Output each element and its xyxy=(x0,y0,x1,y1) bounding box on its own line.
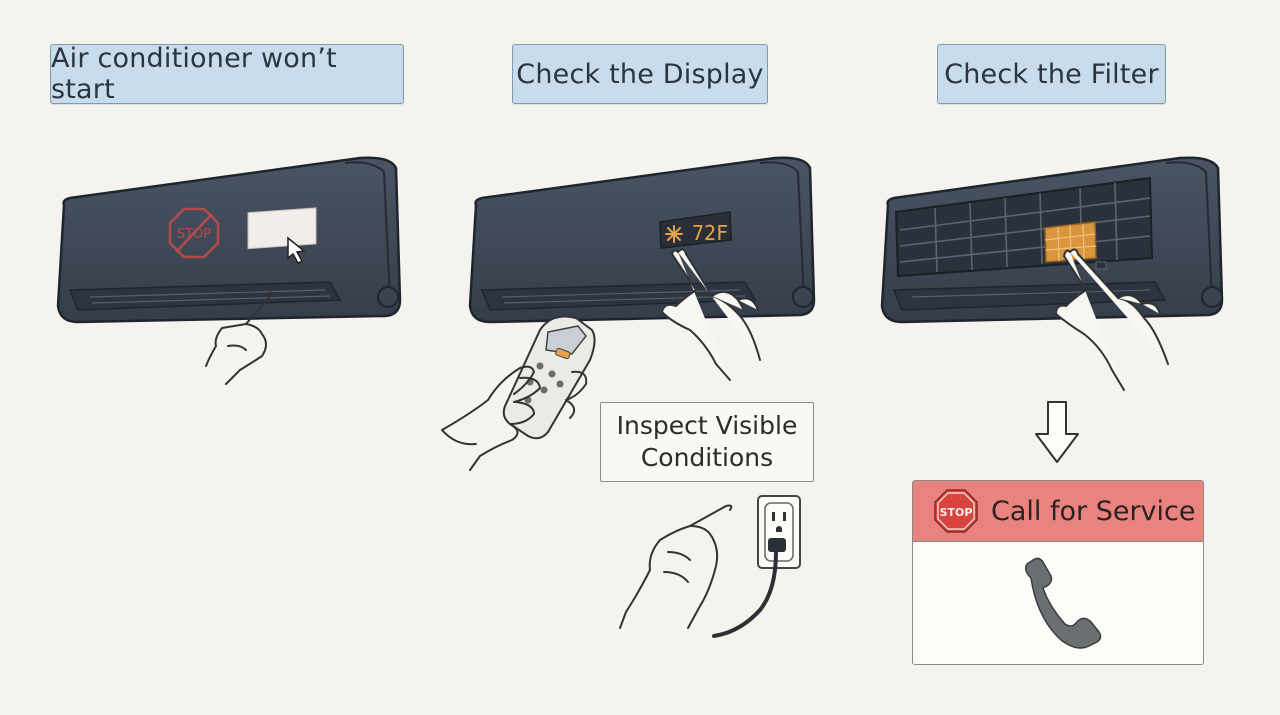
step-label-2-text: Check the Display xyxy=(516,58,764,90)
stop-icon: STOP xyxy=(934,489,978,533)
temperature-display: 72F xyxy=(659,211,732,249)
power-outlet xyxy=(712,495,801,638)
step-label-3: Check the Filter xyxy=(937,44,1166,104)
pointing-hand-3 xyxy=(619,504,733,629)
pointing-hand-1 xyxy=(205,291,272,385)
stop-sign-text: STOP xyxy=(177,227,211,242)
service-header: STOP Call for Service xyxy=(913,481,1203,542)
ac-unit-2: 72F xyxy=(441,156,816,638)
remote-control xyxy=(502,315,596,440)
service-card: STOP Call for Service xyxy=(912,480,1204,665)
snowflake-icon xyxy=(665,225,683,243)
down-arrow-icon xyxy=(1035,401,1079,463)
stop-icon-text: STOP xyxy=(940,506,973,519)
service-title: Call for Service xyxy=(991,495,1196,527)
pointing-hand-2 xyxy=(661,248,761,381)
stop-sign-icon: STOP xyxy=(168,207,220,259)
inspect-line-1: Inspect Visible xyxy=(616,411,798,440)
holding-hand xyxy=(441,365,588,471)
pointing-hand-4 xyxy=(1055,248,1169,391)
cursor-icon xyxy=(287,236,306,264)
filter-icon xyxy=(1044,221,1097,263)
ac-unit-1: STOP xyxy=(56,156,402,385)
step-label-1: Air conditioner won’t start xyxy=(50,43,404,105)
step-label-1-text: Air conditioner won’t start xyxy=(51,43,337,105)
phone-icon xyxy=(1024,557,1102,649)
ac-unit-3 xyxy=(880,156,1224,391)
inspect-line-2: Conditions xyxy=(640,443,774,472)
step-label-2: Check the Display xyxy=(512,44,768,104)
step-label-3-text: Check the Filter xyxy=(944,58,1159,90)
temperature-reading: 72F xyxy=(692,221,728,245)
inspect-box: Inspect Visible Conditions xyxy=(600,402,814,482)
blank-display xyxy=(247,207,317,250)
